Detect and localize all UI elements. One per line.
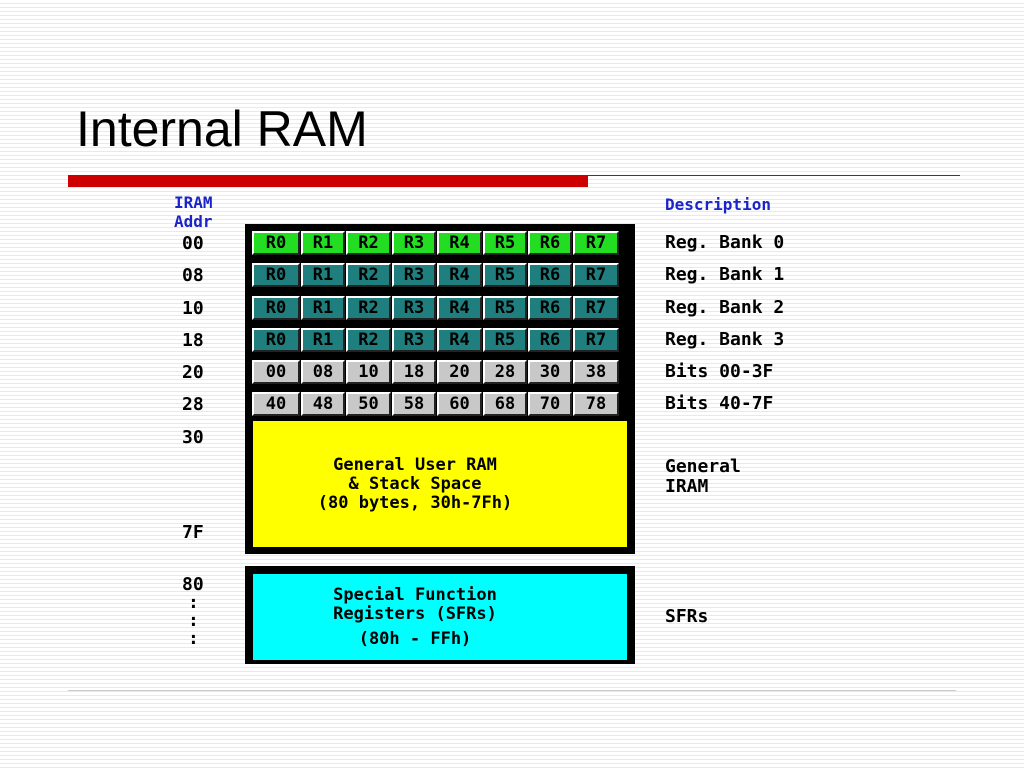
row-addr: 00 xyxy=(182,233,204,254)
iram-addr-header-line2: Addr xyxy=(174,212,213,231)
general-ram-line2: & Stack Space xyxy=(348,473,482,494)
bit-cell: 60 xyxy=(437,392,482,416)
register-cell: R5 xyxy=(483,231,527,255)
general-ram-line1: General User RAM xyxy=(333,454,497,475)
register-cell: R6 xyxy=(528,263,572,287)
bit-cell: 08 xyxy=(301,360,345,384)
register-cell: R4 xyxy=(437,296,482,320)
register-cell: R1 xyxy=(301,231,345,255)
general-ram-addr-end: 7F xyxy=(182,522,204,543)
row-description: Bits 40-7F xyxy=(665,393,774,414)
sfr-block: Special Function Registers (SFRs) (80h -… xyxy=(253,574,627,660)
row-addr: 10 xyxy=(182,298,204,319)
bit-cell: 20 xyxy=(437,360,482,384)
title-underline-thin xyxy=(588,175,960,176)
bit-cell: 50 xyxy=(346,392,391,416)
register-cell: R3 xyxy=(392,328,436,352)
register-cell: R7 xyxy=(573,328,619,352)
bit-cell: 40 xyxy=(252,392,300,416)
register-cell: R5 xyxy=(483,328,527,352)
bit-cell: 28 xyxy=(483,360,527,384)
row-description: Reg. Bank 1 xyxy=(665,264,785,285)
bit-cell: 18 xyxy=(392,360,436,384)
general-ram-desc-line1: General xyxy=(665,456,741,477)
iram-addr-header-line1: IRAM xyxy=(174,193,213,212)
slide-title: Internal RAM xyxy=(76,101,368,157)
register-cell: R7 xyxy=(573,296,619,320)
register-cell: R6 xyxy=(528,231,572,255)
row-description: Reg. Bank 3 xyxy=(665,329,785,350)
sfr-addr-dot-1: : xyxy=(188,592,199,613)
sfr-desc: SFRs xyxy=(665,606,709,627)
bit-cell: 70 xyxy=(528,392,572,416)
row-description: Reg. Bank 2 xyxy=(665,297,785,318)
sfr-addr-dot-3: : xyxy=(188,628,199,649)
register-cell: R0 xyxy=(252,231,300,255)
bit-cell: 78 xyxy=(573,392,619,416)
register-cell: R7 xyxy=(573,263,619,287)
sfr-addr-start: 80 xyxy=(182,574,204,595)
general-ram-line3: (80 bytes, 30h-7Fh) xyxy=(317,492,513,513)
register-cell: R4 xyxy=(437,263,482,287)
row-addr: 18 xyxy=(182,330,204,351)
bit-cell: 48 xyxy=(301,392,345,416)
register-cell: R6 xyxy=(528,328,572,352)
row-description: Bits 00-3F xyxy=(665,361,774,382)
general-ram-desc-line2: IRAM xyxy=(665,476,709,497)
register-cell: R5 xyxy=(483,296,527,320)
register-cell: R4 xyxy=(437,328,482,352)
row-addr: 28 xyxy=(182,394,204,415)
register-cell: R6 xyxy=(528,296,572,320)
bit-cell: 00 xyxy=(252,360,300,384)
register-cell: R0 xyxy=(252,263,300,287)
register-cell: R3 xyxy=(392,231,436,255)
register-cell: R1 xyxy=(301,263,345,287)
register-cell: R7 xyxy=(573,231,619,255)
general-ram-addr-start: 30 xyxy=(182,427,204,448)
bit-cell: 10 xyxy=(346,360,391,384)
register-cell: R3 xyxy=(392,263,436,287)
bit-cell: 30 xyxy=(528,360,572,384)
register-cell: R1 xyxy=(301,296,345,320)
bit-cell: 68 xyxy=(483,392,527,416)
register-cell: R4 xyxy=(437,231,482,255)
register-cell: R2 xyxy=(346,231,391,255)
bit-cell: 58 xyxy=(392,392,436,416)
sfr-line2: Registers (SFRs) xyxy=(333,603,497,624)
title-underline-red xyxy=(68,175,588,187)
sfr-line3: (80h - FFh) xyxy=(358,628,472,649)
register-cell: R2 xyxy=(346,328,391,352)
sfr-addr-dot-2: : xyxy=(188,610,199,631)
row-addr: 08 xyxy=(182,265,204,286)
footer-rule xyxy=(68,690,956,691)
register-cell: R2 xyxy=(346,296,391,320)
register-cell: R1 xyxy=(301,328,345,352)
row-addr: 20 xyxy=(182,362,204,383)
sfr-line1: Special Function xyxy=(333,584,497,605)
description-header: Description xyxy=(665,195,771,214)
register-cell: R0 xyxy=(252,328,300,352)
bit-cell: 38 xyxy=(573,360,619,384)
general-ram-block: General User RAM & Stack Space (80 bytes… xyxy=(253,421,627,547)
row-description: Reg. Bank 0 xyxy=(665,232,785,253)
register-cell: R0 xyxy=(252,296,300,320)
register-cell: R3 xyxy=(392,296,436,320)
register-cell: R5 xyxy=(483,263,527,287)
register-cell: R2 xyxy=(346,263,391,287)
